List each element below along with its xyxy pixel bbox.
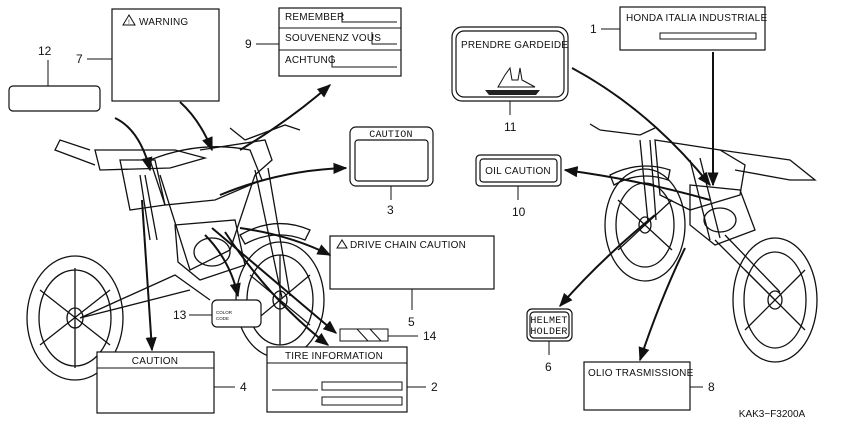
label-text: DRIVE CHAIN CAUTION: [350, 240, 466, 251]
callout-number: 9: [245, 37, 252, 51]
hand-warning-icon: [497, 66, 536, 88]
callout-number: 5: [408, 315, 415, 329]
callout-number: 2: [431, 380, 438, 394]
label-line-1: HELMET: [530, 316, 567, 327]
label-text: CAUTION: [132, 356, 178, 367]
label-text: PRENDRE GARDEIDE: [461, 40, 568, 51]
label-line-2: SOUVENENZ VOUS: [285, 33, 381, 44]
label-7-warning: 7 ! WARNING: [76, 8, 220, 102]
label-text: OIL CAUTION: [485, 166, 551, 177]
label-text: WARNING: [139, 17, 188, 28]
callout-number: 3: [387, 203, 394, 217]
diagram-code: KAK3−F3200A: [739, 409, 806, 420]
label-1-honda-italia: 1 HONDA ITALIA INDUSTRIALE: [590, 6, 767, 51]
label-12: 12: [8, 44, 101, 112]
callout-number: 4: [240, 380, 247, 394]
label-6-helmet-holder: HELMET HOLDER 6: [526, 308, 573, 374]
callout-number: 13: [173, 308, 187, 322]
label-14: 14: [339, 328, 437, 343]
callout-number: 1: [590, 22, 597, 36]
label-9-remember: 9 REMEMBER SOUVENENZ VOUS ACHTUNG: [245, 7, 402, 77]
label-11-prendre-gardeide: PRENDRE GARDEIDE 11: [451, 26, 569, 134]
label-8-olio-trasmissione: OLIO TRASMISSIONE 8: [583, 361, 715, 411]
label-5-drive-chain-caution: DRIVE CHAIN CAUTION 5: [329, 235, 495, 329]
left-motorcycle-illustration: [26, 124, 325, 381]
label-3-caution: CAUTION 3: [349, 126, 434, 217]
label-line-1: COLOR: [216, 310, 233, 315]
warning-triangle-icon: [336, 239, 348, 249]
callout-number: 10: [512, 205, 526, 219]
callout-number: 6: [545, 360, 552, 374]
label-line-2: HOLDER: [530, 327, 567, 338]
right-motorcycle-illustration: [589, 123, 818, 363]
label-text: HONDA ITALIA INDUSTRIALE: [626, 13, 767, 24]
label-4-caution: CAUTION 4: [96, 351, 247, 414]
warning-triangle-icon: [122, 14, 136, 26]
svg-text:!: !: [128, 20, 130, 26]
label-text: TIRE INFORMATION: [285, 351, 383, 362]
callout-number: 7: [76, 52, 83, 66]
callout-number: 11: [504, 120, 517, 134]
callout-number: 8: [708, 380, 715, 394]
label-text: OLIO TRASMISSIONE: [588, 368, 694, 379]
label-line-3: ACHTUNG: [285, 55, 336, 66]
callout-number: 12: [38, 44, 52, 58]
label-2-tire-information: TIRE INFORMATION 2: [266, 346, 438, 413]
label-line-1: REMEMBER: [285, 12, 344, 23]
leader-arrows: [114, 52, 719, 362]
label-10-oil-caution: OIL CAUTION 10: [475, 154, 562, 219]
label-line-2: CODE: [216, 316, 229, 321]
label-text: CAUTION: [369, 130, 412, 141]
label-13-color-code: 13 COLOR CODE: [173, 299, 262, 328]
callout-number: 14: [423, 329, 437, 343]
